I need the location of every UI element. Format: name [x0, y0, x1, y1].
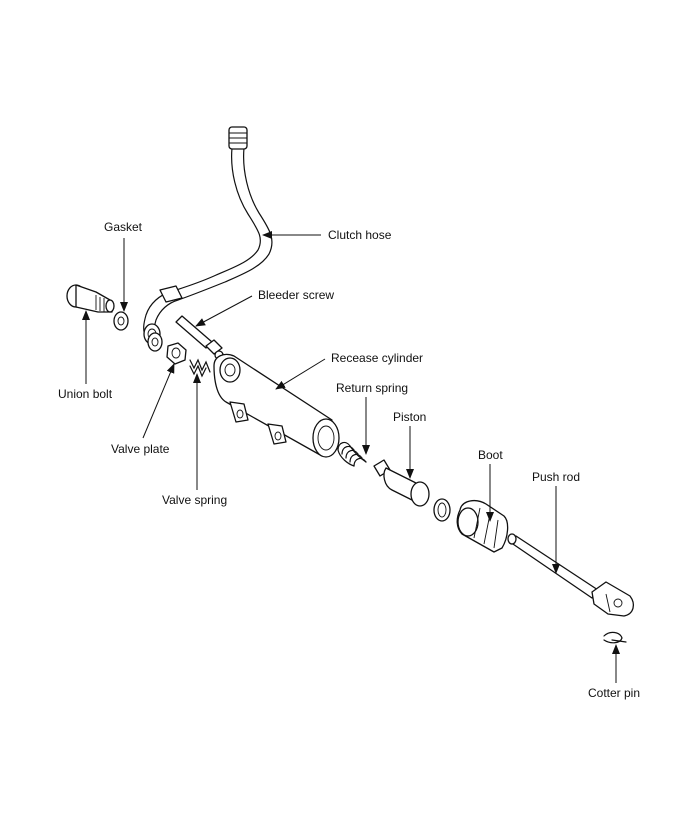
label-piston: Piston — [393, 410, 426, 424]
leader-release-cylinder — [275, 358, 326, 390]
boot-part — [456, 499, 509, 553]
clutch-hose-part — [143, 126, 273, 345]
piston-part — [373, 459, 430, 507]
label-return-spring: Return spring — [336, 381, 408, 395]
label-boot: Boot — [478, 448, 503, 462]
leader-valve-plate — [142, 363, 175, 439]
leader-lines — [82, 231, 620, 683]
valve-plate-part — [166, 342, 187, 365]
label-clutch-hose: Clutch hose — [328, 228, 392, 242]
label-cotter-pin: Cotter pin — [588, 686, 640, 700]
valve-spring-part — [189, 358, 211, 378]
gasket-part — [113, 311, 163, 352]
release-cylinder-part — [213, 353, 340, 458]
snap-ring-part — [433, 498, 451, 522]
cotter-pin-part — [603, 631, 627, 644]
return-spring-part — [337, 441, 367, 467]
leader-bleeder-screw — [195, 295, 253, 327]
union-bolt-part — [66, 284, 115, 313]
part-labels: Clutch hose Gasket Bleeder screw Recease… — [58, 220, 640, 700]
push-rod-part — [507, 533, 635, 617]
label-push-rod: Push rod — [532, 470, 580, 484]
label-bleeder-screw: Bleeder screw — [258, 288, 334, 302]
label-valve-spring: Valve spring — [162, 493, 227, 507]
label-valve-plate: Valve plate — [111, 442, 170, 456]
label-union-bolt: Union bolt — [58, 387, 113, 401]
label-release-cylinder: Recease cylinder — [331, 351, 423, 365]
label-gasket: Gasket — [104, 220, 143, 234]
